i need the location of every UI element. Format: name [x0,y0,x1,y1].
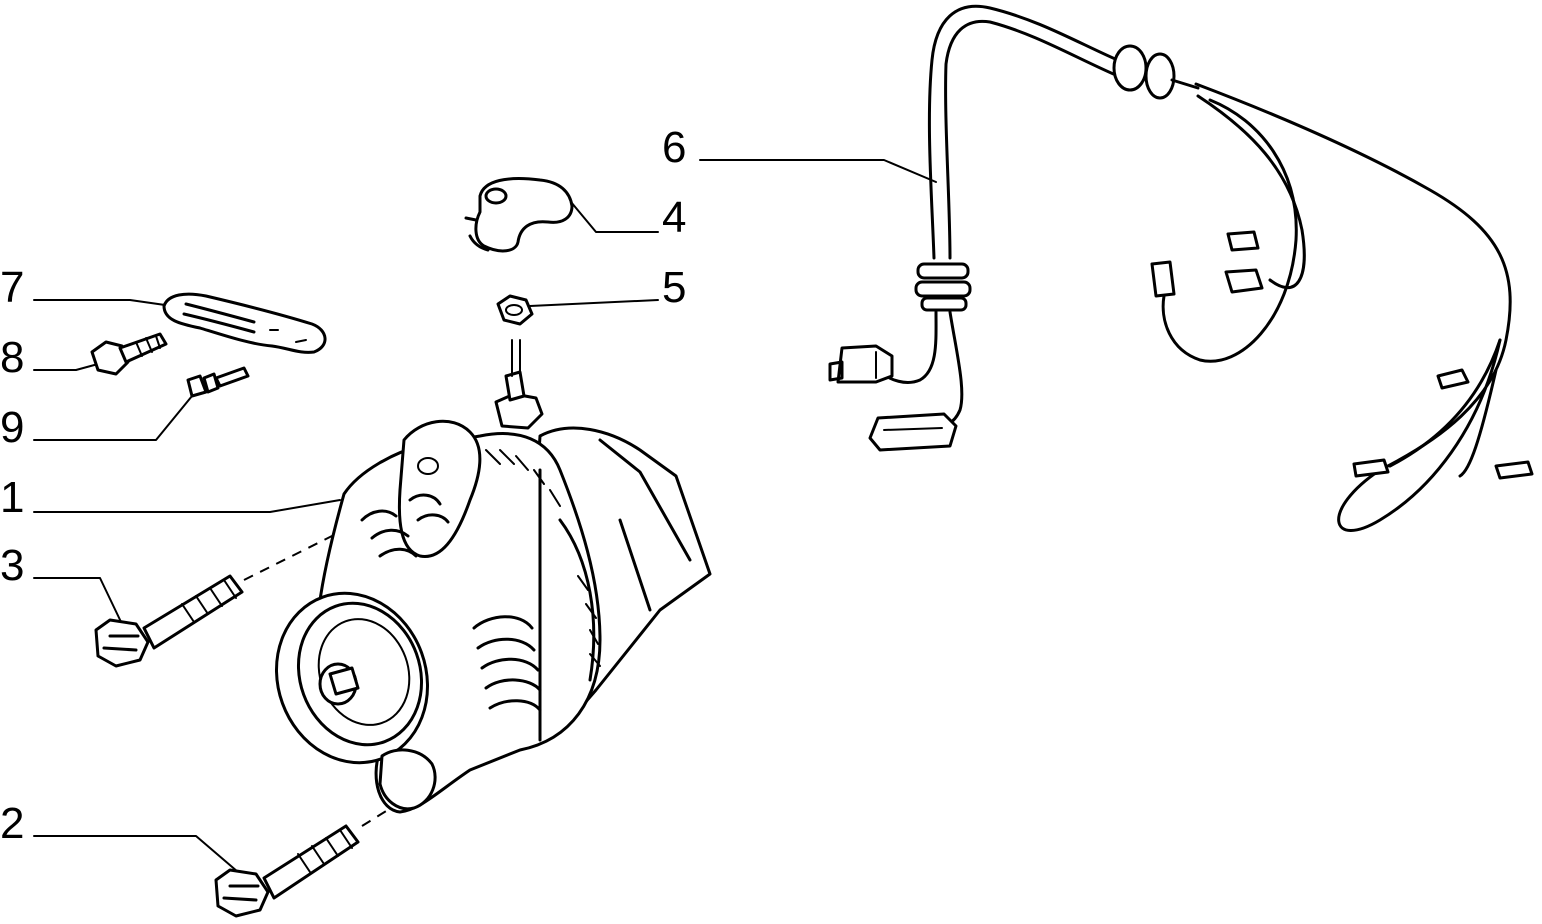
harness-branch-connector-a [878,310,938,384]
small-stud [186,366,250,398]
harness-branch-mid [1196,94,1306,290]
leader-line-1 [33,499,341,513]
callout-number-1: 1 [0,473,24,522]
leader-line-4 [565,195,659,233]
leader-line-6 [699,159,937,183]
harness-branch-connector-b [932,310,964,427]
harness-branch-lower-2 [1458,368,1498,478]
short-bolt [90,332,168,376]
callout-1: 1 [0,473,341,522]
leader-line-3 [33,577,123,625]
leader-line-7 [33,299,173,307]
alternator-lower-lug [378,748,437,811]
harness-connector-b [868,412,958,452]
leader-line-2 [33,835,239,873]
alternator [274,339,712,814]
harness-trunk-outer [927,4,1124,260]
mounting-bracket [162,292,327,354]
callout-number-7: 7 [0,263,24,312]
long-bolt-3 [94,531,341,668]
harness-terminal-d [1436,368,1470,390]
alternator-front-vents [360,493,450,558]
callout-2: 2 [0,799,239,873]
callout-9: 9 [0,395,193,452]
harness-terminal-e [1352,458,1390,478]
callout-6: 6 [662,123,937,183]
callout-number-5: 5 [662,263,686,312]
alternator-mounting-ear [397,419,482,558]
callout-5: 5 [529,263,686,312]
leader-line-8 [33,363,99,371]
callout-number-4: 4 [662,193,686,242]
harness-terminal-c [1150,260,1176,298]
callout-number-3: 3 [0,541,24,590]
leader-line-9 [33,395,193,441]
harness-terminal-f [1494,460,1534,480]
leader-line-5 [529,299,659,307]
harness-trunk-inner [944,19,1120,260]
hex-nut [496,294,534,326]
callout-3: 3 [0,541,123,625]
callout-number-6: 6 [662,123,686,172]
callout-number-2: 2 [0,799,24,848]
wiring-harness [828,4,1534,532]
harness-terminal-b [1224,268,1264,294]
harness-connector-a [828,344,894,384]
harness-grommet-lower [914,262,972,312]
alternator-pulley [274,591,430,765]
terminal-cap [464,177,574,253]
callout-4: 4 [565,193,686,242]
harness-branch-long [1194,82,1512,532]
harness-grommet-top [1112,44,1200,100]
callout-7: 7 [0,263,173,312]
callout-8: 8 [0,333,99,382]
alternator-side-vents [472,615,542,712]
callout-number-9: 9 [0,403,24,452]
pulley-groove [296,601,424,747]
callout-number-8: 8 [0,333,24,382]
harness-branch-lower [1388,338,1502,468]
pulley-nut [328,666,360,696]
harness-terminal-a [1226,230,1260,252]
alternator-terminal-stud [494,339,544,430]
harness-branch-loop [1161,98,1298,363]
